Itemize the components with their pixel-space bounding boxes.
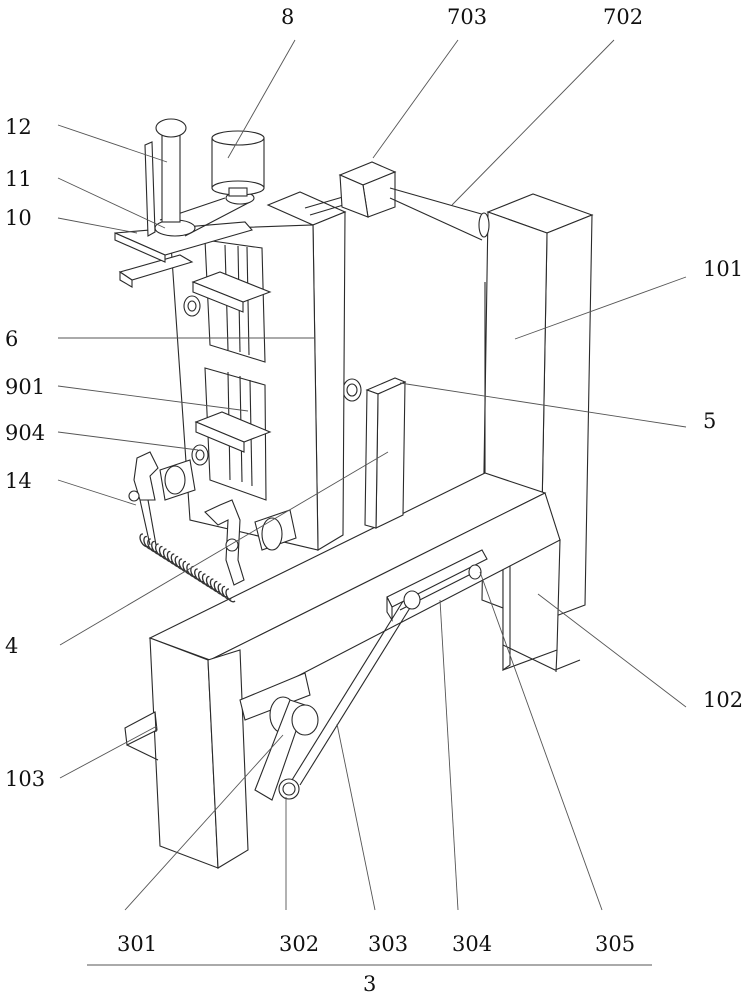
leader-102 bbox=[538, 594, 686, 707]
label-305: 305 bbox=[595, 932, 635, 956]
label-904: 904 bbox=[5, 421, 45, 445]
leader-904 bbox=[58, 432, 198, 450]
label-101: 101 bbox=[703, 257, 743, 281]
label-12: 12 bbox=[5, 115, 32, 139]
label-8: 8 bbox=[281, 5, 294, 29]
label-302: 302 bbox=[279, 932, 319, 956]
label-703: 703 bbox=[447, 5, 487, 29]
guide-rail-5 bbox=[343, 378, 405, 528]
label-10: 10 bbox=[5, 206, 32, 230]
label-304: 304 bbox=[452, 932, 492, 956]
label-301: 301 bbox=[117, 932, 157, 956]
label-702: 702 bbox=[603, 5, 643, 29]
label-11: 11 bbox=[5, 167, 32, 191]
leader-303 bbox=[337, 724, 375, 910]
spring-4 bbox=[140, 534, 235, 602]
label-6: 6 bbox=[5, 327, 18, 351]
label-103: 103 bbox=[5, 767, 45, 791]
leader-304 bbox=[440, 600, 458, 910]
label-102: 102 bbox=[703, 688, 743, 712]
leader-703 bbox=[373, 40, 458, 158]
label-5: 5 bbox=[703, 409, 716, 433]
label-3: 3 bbox=[363, 972, 376, 996]
leader-14 bbox=[58, 480, 136, 505]
label-901: 901 bbox=[5, 375, 45, 399]
label-4: 4 bbox=[5, 634, 18, 658]
label-303: 303 bbox=[368, 932, 408, 956]
label-14: 14 bbox=[5, 469, 32, 493]
leader-702 bbox=[452, 40, 614, 205]
leader-10 bbox=[58, 218, 137, 233]
